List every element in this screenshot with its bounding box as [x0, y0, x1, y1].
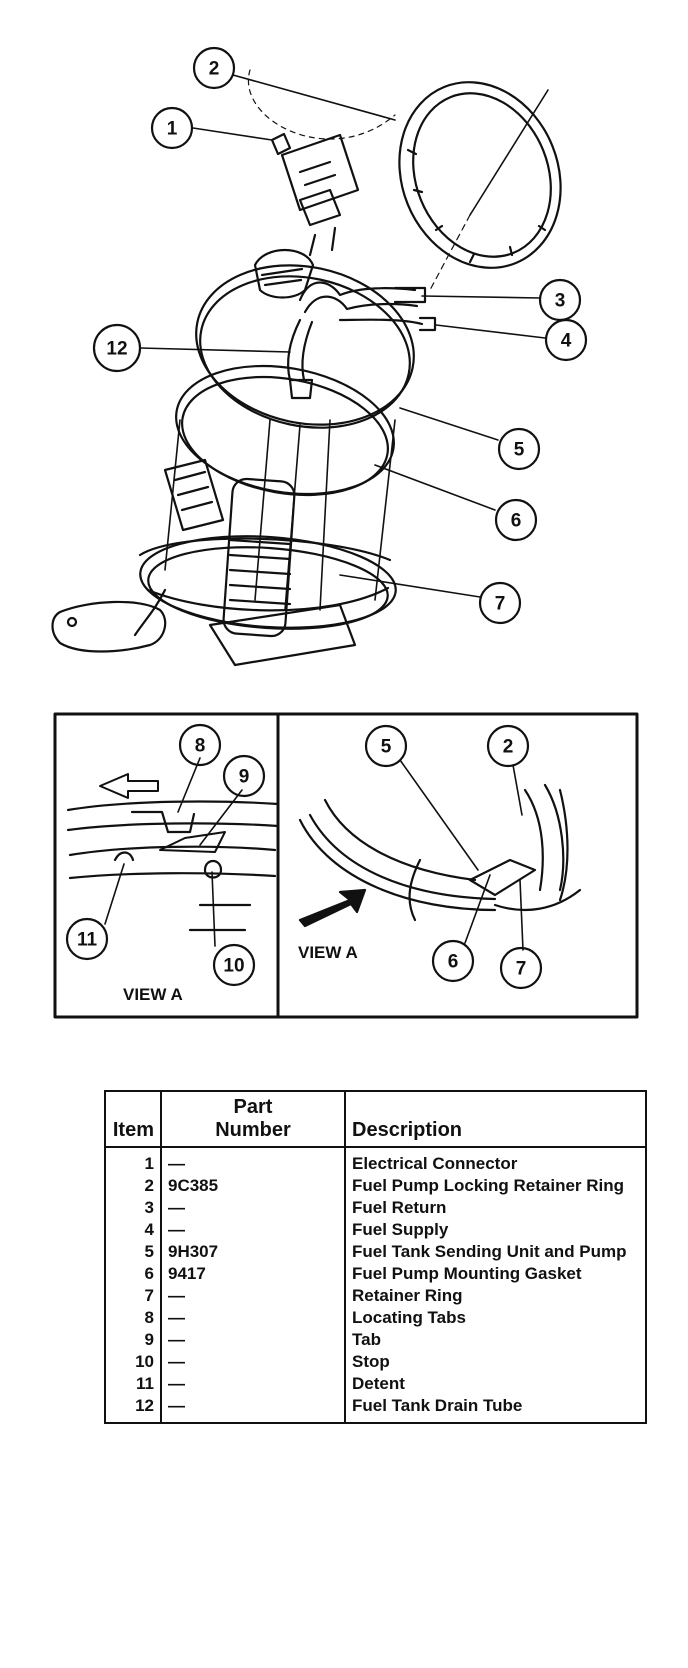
table-row: 11—Detent — [104, 1373, 647, 1395]
table-row: 7—Retainer Ring — [104, 1285, 647, 1307]
view-a-left-detail — [66, 757, 280, 947]
row-item: 1 — [104, 1147, 162, 1175]
row-item: 9 — [104, 1329, 162, 1351]
row-description: Locating Tabs — [344, 1307, 647, 1329]
row-part: — — [160, 1351, 346, 1373]
table-row: 8—Locating Tabs — [104, 1307, 647, 1329]
callout-view-a-6: 6 — [448, 952, 459, 973]
view-a-boxes — [53, 712, 639, 1019]
row-description: Retainer Ring — [344, 1285, 647, 1307]
header-part-line1: Part — [233, 1096, 273, 1118]
row-item: 3 — [104, 1197, 162, 1219]
row-item: 6 — [104, 1263, 162, 1285]
row-description: Fuel Pump Locking Retainer Ring — [344, 1175, 647, 1197]
row-part: — — [160, 1219, 346, 1241]
callout-view-a-7: 7 — [516, 959, 527, 980]
header-part-line2: Number — [215, 1119, 291, 1141]
callout-view-a-11: 11 — [77, 930, 98, 951]
row-item: 12 — [104, 1395, 162, 1423]
row-item: 4 — [104, 1219, 162, 1241]
table-row: 3—Fuel Return — [104, 1197, 647, 1219]
header-part-number: Part Number — [160, 1090, 346, 1148]
electrical-connector-drawing — [270, 132, 360, 257]
pump-body-drawing — [138, 419, 396, 667]
callout-4: 4 — [561, 331, 572, 352]
float-drawing — [51, 588, 167, 653]
row-part: 9H307 — [160, 1241, 346, 1263]
sending-unit-flange-drawing — [195, 248, 437, 429]
callout-circles-main — [92, 46, 588, 625]
callout-2: 2 — [209, 59, 220, 80]
callout-circles-view-a — [65, 723, 543, 990]
table-row: 1—Electrical Connector — [104, 1147, 647, 1175]
callout-12: 12 — [106, 339, 127, 360]
row-description: Fuel Return — [344, 1197, 647, 1219]
fuel-pump-exploded-diagram: 1 2 3 4 5 6 7 12 8 9 10 11 5 2 6 7 VIEW … — [51, 46, 639, 1019]
row-part: — — [160, 1373, 346, 1395]
table-row: 12—Fuel Tank Drain Tube — [104, 1395, 647, 1423]
table-row: 9—Tab — [104, 1329, 647, 1351]
row-description: Electrical Connector — [344, 1147, 647, 1175]
callout-1: 1 — [167, 119, 178, 140]
callout-view-a-2: 2 — [503, 737, 514, 758]
leader-lines-main — [139, 74, 546, 598]
row-description: Detent — [344, 1373, 647, 1395]
row-part: 9417 — [160, 1263, 346, 1285]
row-part: — — [160, 1395, 346, 1423]
locking-retainer-ring-drawing — [398, 81, 562, 291]
table-row: 10—Stop — [104, 1351, 647, 1373]
row-item: 5 — [104, 1241, 162, 1263]
table-row: 4—Fuel Supply — [104, 1219, 647, 1241]
callout-5: 5 — [514, 440, 525, 461]
mounting-gasket-drawing — [175, 364, 395, 497]
callout-view-a-9: 9 — [239, 767, 250, 788]
callout-view-a-10: 10 — [223, 956, 244, 977]
view-a-label-left: VIEW A — [123, 985, 183, 1004]
row-item: 10 — [104, 1351, 162, 1373]
row-description: Fuel Pump Mounting Gasket — [344, 1263, 647, 1285]
callout-3: 3 — [555, 291, 566, 312]
callout-7: 7 — [495, 594, 506, 615]
row-item: 7 — [104, 1285, 162, 1307]
view-a-label-right: VIEW A — [298, 943, 358, 962]
header-item: Item — [104, 1090, 162, 1148]
row-description: Fuel Supply — [344, 1219, 647, 1241]
callout-6: 6 — [511, 511, 522, 532]
row-part: — — [160, 1147, 346, 1175]
row-item: 2 — [104, 1175, 162, 1197]
parts-table: Item Part Number Description 1—Electrica… — [104, 1090, 647, 1424]
callout-view-a-8: 8 — [195, 736, 206, 757]
row-part: — — [160, 1307, 346, 1329]
row-item: 11 — [104, 1373, 162, 1395]
row-description: Fuel Tank Sending Unit and Pump — [344, 1241, 647, 1263]
parts-table-header-row: Item Part Number Description — [104, 1090, 647, 1148]
header-description: Description — [344, 1090, 647, 1148]
row-part: — — [160, 1285, 346, 1307]
row-description: Stop — [344, 1351, 647, 1373]
row-part: — — [160, 1329, 346, 1351]
retainer-ring-drawing — [139, 535, 397, 630]
row-item: 8 — [104, 1307, 162, 1329]
view-a-right-detail — [298, 759, 582, 951]
row-part: — — [160, 1197, 346, 1219]
row-description: Fuel Tank Drain Tube — [344, 1395, 647, 1423]
row-description: Tab — [344, 1329, 647, 1351]
callout-view-a-5: 5 — [381, 737, 392, 758]
row-part: 9C385 — [160, 1175, 346, 1197]
